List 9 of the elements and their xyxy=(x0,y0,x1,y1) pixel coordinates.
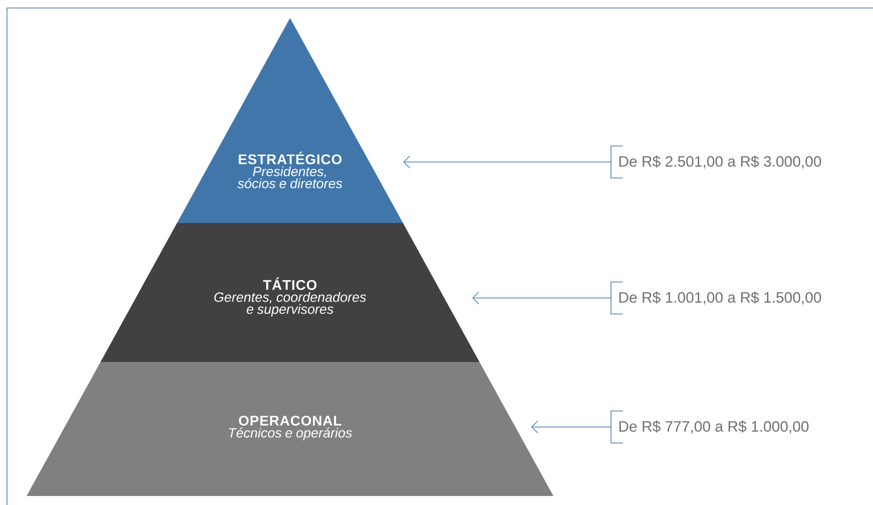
arrow xyxy=(531,420,612,434)
pyramid-level: ESTRATÉGICO Presidentes, sócios e diretores xyxy=(177,18,403,223)
range-label: De R$ 2.501,00 a R$ 3.000,00 xyxy=(610,146,822,178)
arrow xyxy=(403,156,612,168)
pyramid-level: TÁTICO Gerentes, coordenadores e supervisores xyxy=(100,223,480,362)
pyramid-level: OPERACONAL Técnicos e operários xyxy=(26,362,554,496)
arrow xyxy=(472,292,612,304)
range-label: De R$ 777,00 a R$ 1.000,00 xyxy=(610,410,809,444)
range-label: De R$ 1.001,00 a R$ 1.500,00 xyxy=(610,282,822,314)
